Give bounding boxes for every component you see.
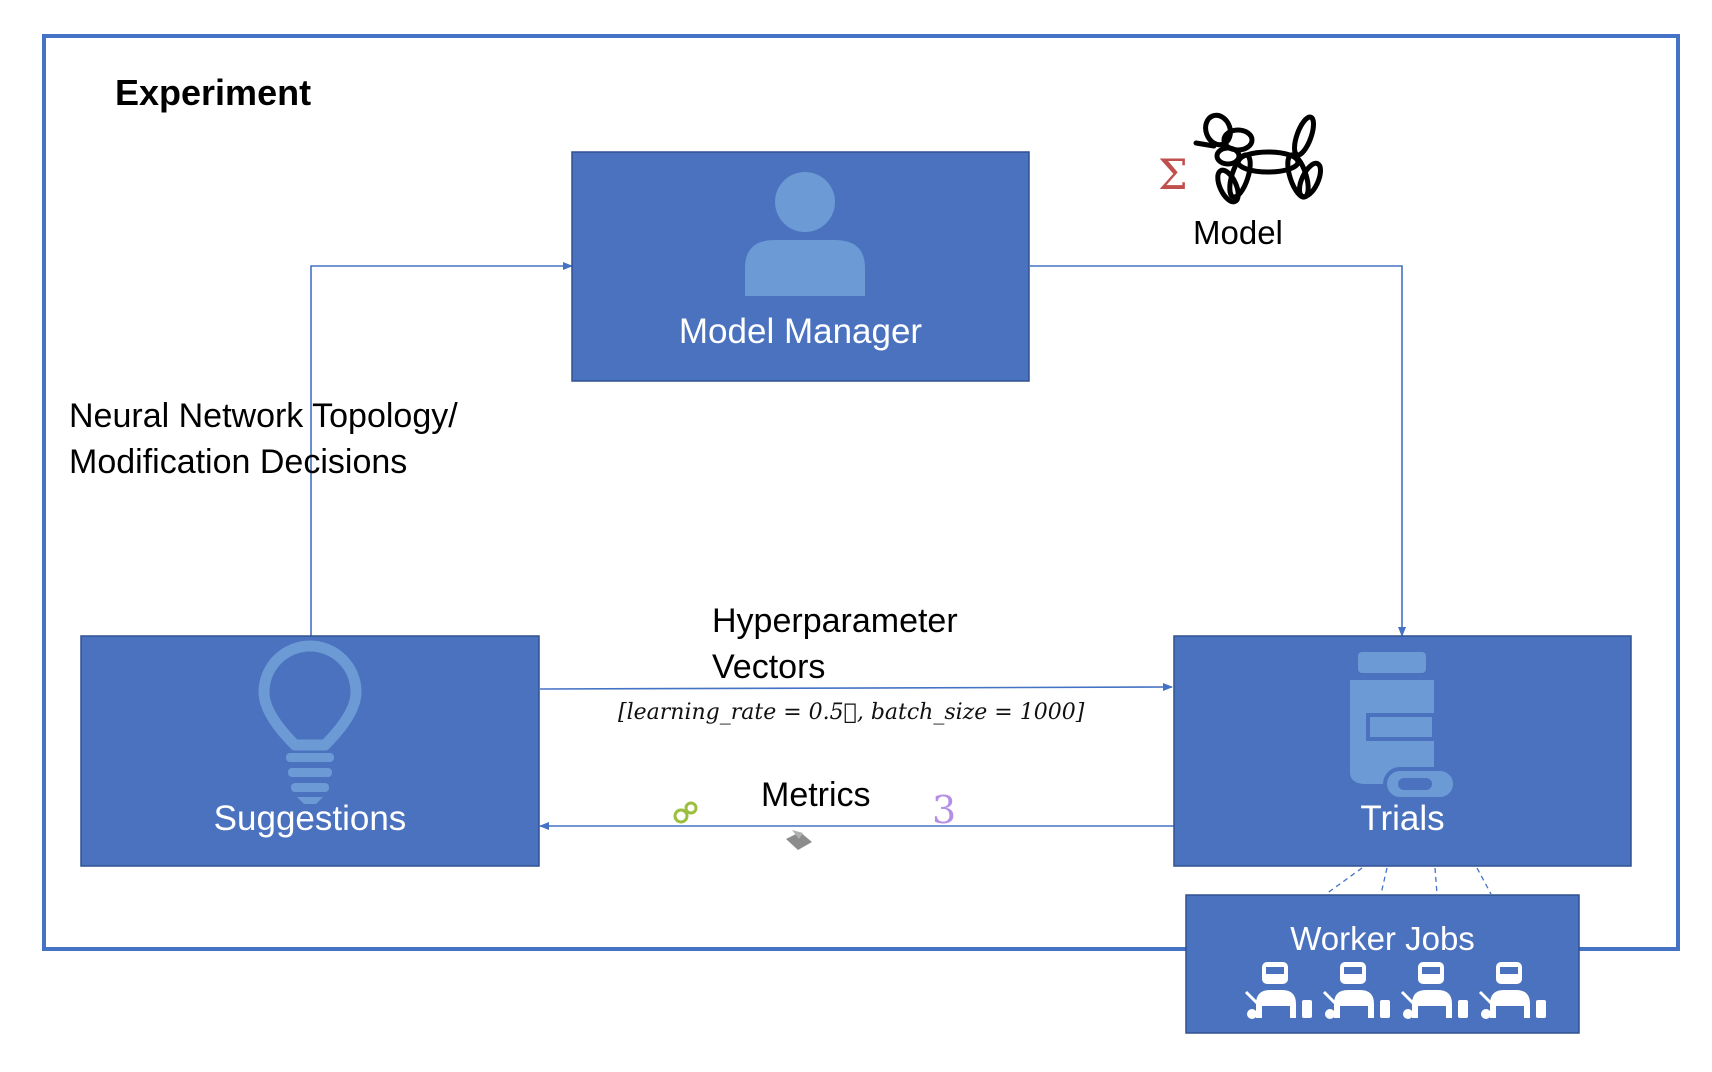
hyperparameter-formula: [learning_rate = 0.5⃗, batch_size = 1000… <box>618 700 1085 725</box>
trials-label: Trials <box>1360 799 1445 838</box>
worker-links <box>1325 867 1492 895</box>
person-icon <box>745 172 865 296</box>
topology-label-line2: Modification Decisions <box>69 443 408 481</box>
metrics-label: Metrics <box>761 776 871 814</box>
metrics-three-glyph: 3 <box>932 788 957 832</box>
worker-jobs-label: Worker Jobs <box>1290 920 1475 957</box>
hyperparameter-label-line2: Vectors <box>712 648 826 686</box>
model-arrow <box>1030 265 1406 637</box>
worker-icon <box>1244 962 1312 1019</box>
hyperparameter-label-line1: Hyperparameter <box>712 602 958 640</box>
sigma-icon: Σ <box>1158 150 1188 199</box>
model-label: Model <box>1193 214 1283 251</box>
lightbulb-icon <box>258 640 362 804</box>
suggestions-label: Suggestions <box>213 799 407 838</box>
hyperparameter-arrow <box>539 683 1173 692</box>
grey-shape-icon <box>786 830 812 850</box>
experiment-title: Experiment <box>115 72 312 113</box>
suggestions-box[interactable] <box>80 635 540 867</box>
worker-icon <box>1400 962 1468 1019</box>
topology-arrow <box>310 262 573 636</box>
worker-icon <box>1322 962 1390 1019</box>
balloon-dog-icon <box>1193 112 1324 205</box>
experiment-frame <box>42 34 1680 951</box>
topology-label-line1: Neural Network Topology/ <box>69 397 458 435</box>
worker-icons <box>1244 962 1546 1019</box>
medicine-bottle-icon <box>1350 652 1457 801</box>
knot-icon <box>673 801 698 824</box>
worker-icon <box>1478 962 1546 1019</box>
model-manager-label: Model Manager <box>678 312 923 351</box>
